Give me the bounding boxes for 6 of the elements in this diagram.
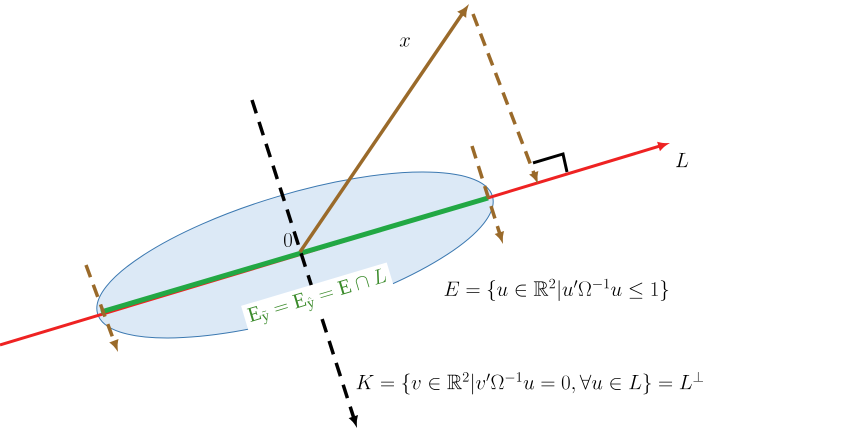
formula-label: $L$ — [676, 152, 688, 168]
formula-label: $E = \{u \in \mathbb{R}^2 | u'\Omega^{-1}u \leq 1\}$ — [444, 278, 668, 301]
formula-label: $\mathrm{E}_{\tilde{\mathrm{y}}} = \mathrm{E}_{\hat{\mathrm{y}}} = \mathrm{E} \cap L$ — [241, 262, 395, 334]
formula-label: $x$ — [400, 37, 410, 47]
formula-label: $0$ — [284, 232, 292, 248]
formula-label: $K = \{v \in \mathbb{R}^2 | v'\Omega^{-1}u = 0, \forall u \in L\} = L^{\perp}$ — [356, 372, 704, 394]
